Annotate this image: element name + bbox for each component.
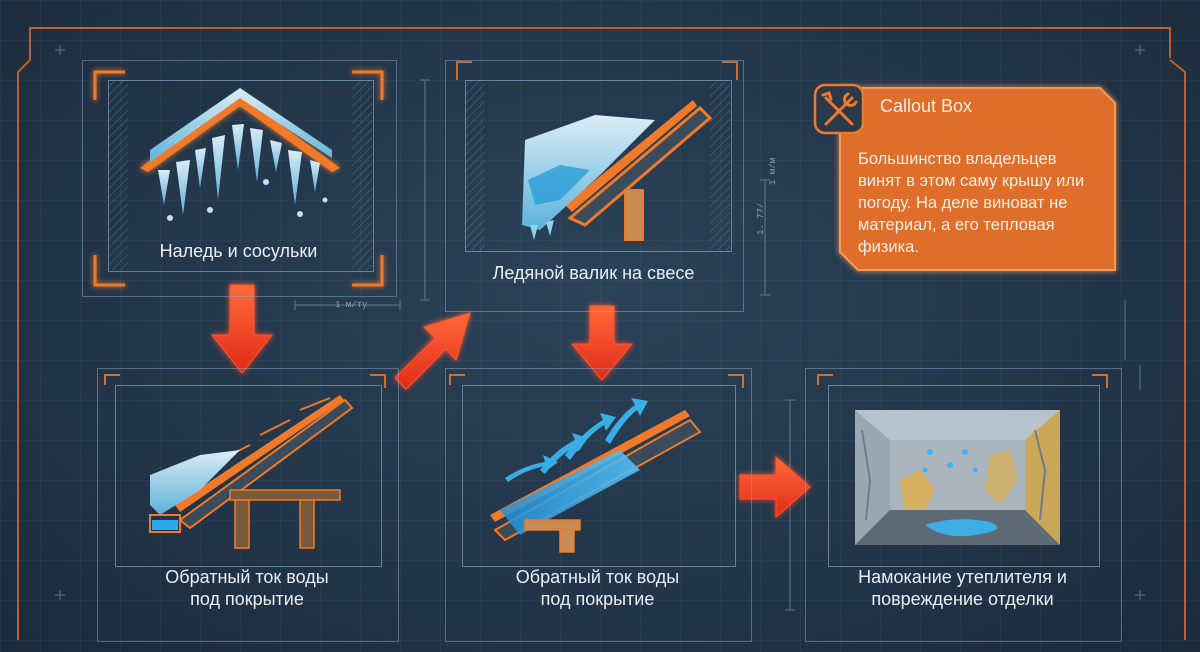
step-card-5-inner: [828, 385, 1100, 567]
dimension-label-c: 1 м/м: [768, 157, 778, 185]
step-1-label: Наледь и сосульки: [159, 241, 318, 261]
step-4-label-line-1: Обратный ток воды: [515, 567, 680, 587]
backflow-illustration-1: [149, 395, 354, 549]
step-5-label-line-1: Намокание утеплителя и: [858, 567, 1067, 587]
arrow-right: [739, 455, 811, 519]
wrench-screwdriver-icon: [821, 91, 858, 126]
step-card-3-inner: [115, 385, 382, 567]
step-card-4: [445, 368, 752, 642]
ice-dam-illustration: [522, 100, 713, 241]
step-card-5: [805, 368, 1122, 642]
callout-text: Большинство владельцев винят в этом саму…: [858, 150, 1085, 256]
step-card-1: [82, 60, 397, 297]
flow-arrows: [210, 284, 811, 519]
dimension-label-b: 1. 77/: [756, 202, 766, 235]
step-3-label-line-1: Обратный ток воды: [165, 567, 329, 587]
step-4-label: Обратный ток воды под покрытие: [445, 566, 750, 610]
arrow-diagonal-up: [394, 312, 471, 390]
dimension-lines: [294, 79, 1141, 611]
step-3-label: Обратный ток воды под покрытие: [97, 566, 397, 610]
step-card-3: [97, 368, 399, 642]
step-5-label-line-2: повреждение отделки: [871, 589, 1054, 609]
step-4-label-line-2: под покрытие: [540, 589, 655, 609]
step-2-label: Ледяной валик на свесе: [492, 263, 695, 283]
wet-room-illustration: [855, 410, 1060, 545]
roof-icicles-illustration: [140, 88, 340, 221]
step-card-1-inner: [108, 80, 374, 272]
step-card-2-inner: [465, 80, 732, 252]
dimension-label-a: 1 м/ту: [335, 300, 368, 310]
arrow-down-1: [210, 284, 274, 374]
step-card-4-inner: [462, 385, 736, 567]
step-5-label: Намокание утеплителя и повреждение отдел…: [805, 566, 1120, 610]
card-1-frame: [93, 70, 384, 287]
backflow-illustration-2: [490, 398, 702, 553]
step-card-2: [445, 60, 744, 312]
callout-box-shape: [813, 83, 1116, 271]
arrow-down-2: [570, 305, 634, 381]
card-2-frame: [456, 61, 738, 250]
step-3-label-line-2: под покрытие: [190, 589, 304, 609]
callout-title: Callout Box: [880, 96, 973, 116]
outer-frame: [17, 27, 1186, 640]
